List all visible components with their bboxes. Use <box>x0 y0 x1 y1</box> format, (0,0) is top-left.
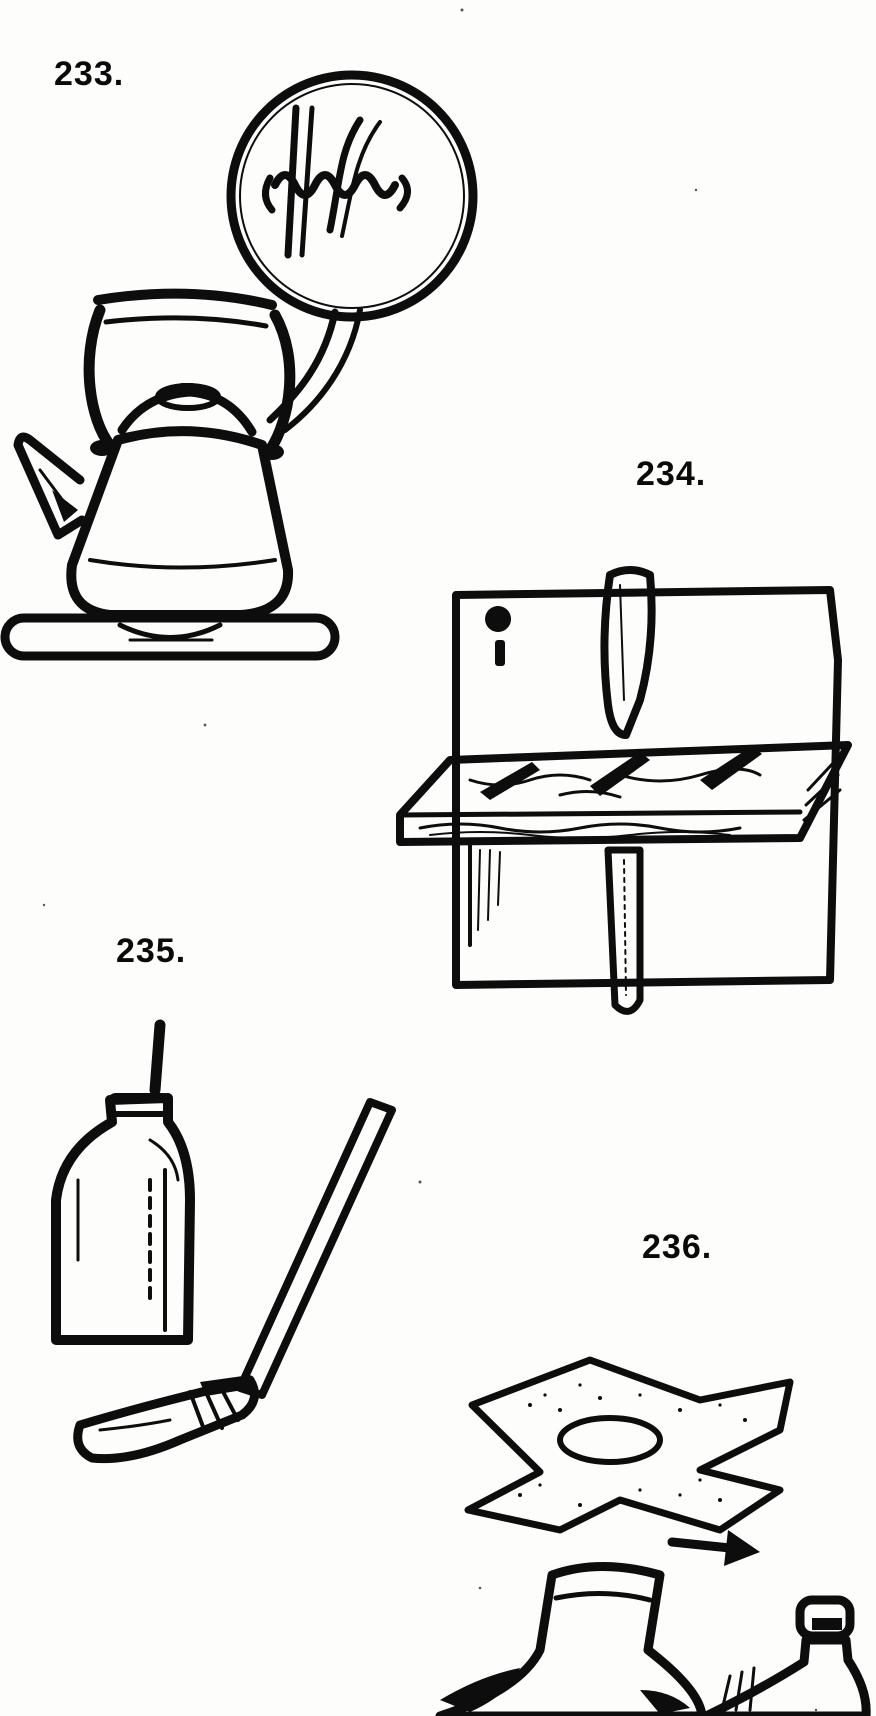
figure-234-shelf <box>396 566 852 1015</box>
magnifier-callout <box>226 70 478 433</box>
figure-233-kettle <box>0 70 478 661</box>
figure-235-bottle <box>51 1019 396 1464</box>
figure-number-236: 236. <box>642 1228 713 1266</box>
figure-number-234: 234. <box>636 455 707 493</box>
figure-number-233: 233. <box>54 55 125 93</box>
figure-number-235: 235. <box>116 932 187 970</box>
patch-texture <box>518 1383 747 1507</box>
print-specks <box>42 8 818 1712</box>
figure-236-bottle-necks <box>435 1356 871 1716</box>
